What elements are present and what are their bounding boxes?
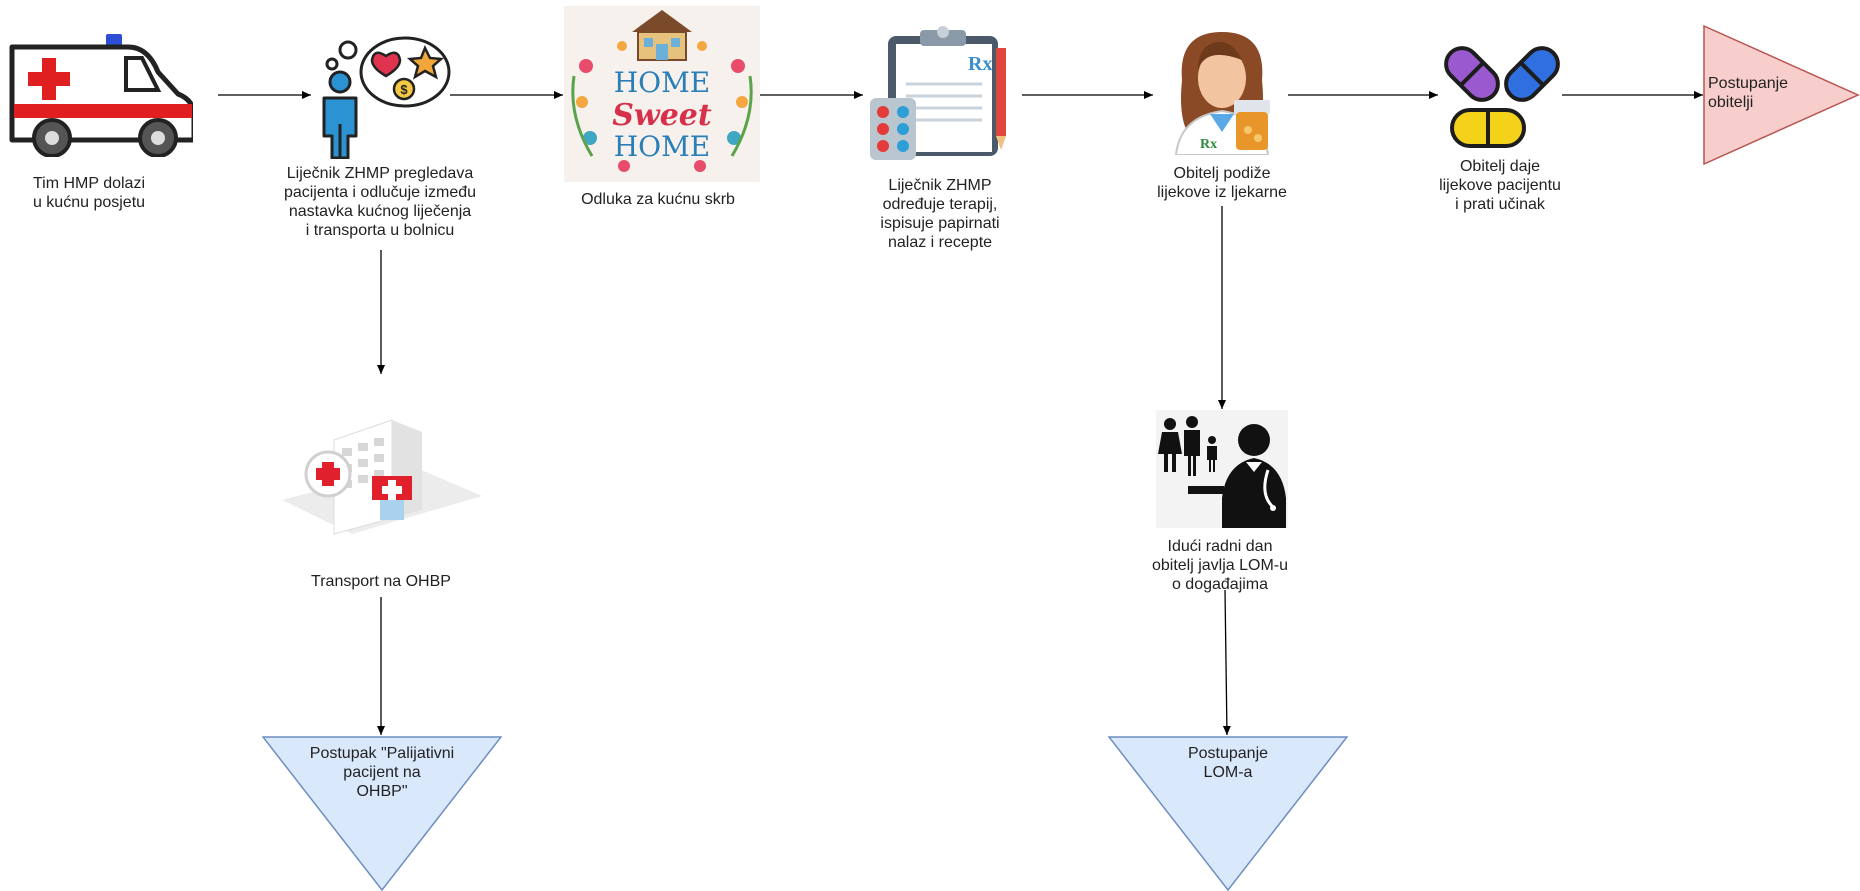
edge-lom-terminal bbox=[1222, 589, 1231, 736]
step-label-examination: Liječnik ZHMP pregledava pacijenta i odl… bbox=[250, 164, 510, 240]
label-line: Obitelj daje bbox=[1459, 158, 1541, 175]
terminal-palliative bbox=[262, 736, 502, 891]
label-line: Postupanje bbox=[1187, 745, 1269, 762]
label-line: obitelji bbox=[1708, 94, 1754, 111]
terminal-palliative-label: Postupak "Palijativni pacijent na OHBP" bbox=[262, 744, 502, 801]
coat-rx-mark: Rx bbox=[1200, 137, 1217, 152]
rx-mark: Rx bbox=[968, 53, 992, 75]
family-doctor-icon bbox=[1156, 410, 1288, 528]
label-line: i prati učinak bbox=[1455, 196, 1545, 213]
label-line: Odluka za kućnu skrb bbox=[581, 191, 735, 208]
step-label-medication: Obitelj daje lijekove pacijentu i prati … bbox=[1400, 157, 1600, 214]
terminal-family bbox=[1703, 25, 1860, 165]
ambulance-icon bbox=[9, 34, 193, 157]
label-line: Tim HMP dolazi bbox=[32, 175, 146, 192]
step-label-pharmacy: Obitelj podiže lijekove iz ljekarne bbox=[1122, 164, 1322, 202]
label-line: LOM-a bbox=[1203, 764, 1253, 781]
prescription-clipboard-icon: Rx bbox=[870, 26, 1006, 160]
label-line: Transport na OHBP bbox=[311, 573, 451, 590]
label-line: određuje terapij, bbox=[882, 196, 998, 213]
label-line: ispisuje papirnati bbox=[880, 215, 1000, 232]
terminal-lom-label: Postupanje LOM-a bbox=[1118, 744, 1338, 782]
label-line: Postupak "Palijativni bbox=[309, 745, 455, 762]
step-label-home-care: Odluka za kućnu skrb bbox=[548, 190, 768, 209]
label-line: nalaz i recepte bbox=[887, 234, 993, 251]
label-line: lijekove pacijentu bbox=[1439, 177, 1561, 194]
label-line: OHBP" bbox=[356, 783, 408, 800]
step-label-transport: Transport na OHBP bbox=[281, 572, 481, 591]
hospital-icon bbox=[282, 419, 482, 535]
label-line: Obitelj podiže bbox=[1173, 165, 1271, 182]
sign-word-3: HOME bbox=[614, 130, 710, 163]
svg-text:$: $ bbox=[400, 82, 408, 97]
label-line: Idući radni dan bbox=[1167, 538, 1273, 555]
label-line: lijekove iz ljekarne bbox=[1157, 184, 1287, 201]
label-line: Liječnik ZHMP pregledava bbox=[286, 165, 474, 182]
step-label-therapy: Liječnik ZHMP određuje terapij, ispisuje… bbox=[840, 176, 1040, 252]
label-line: obitelj javlja LOM-u bbox=[1151, 557, 1289, 574]
label-line: Postupanje bbox=[1708, 75, 1789, 92]
label-line: pacijent na bbox=[343, 764, 421, 781]
pharmacist-icon: Rx bbox=[1174, 32, 1270, 155]
label-line: Liječnik ZHMP bbox=[888, 177, 992, 194]
label-line: u kućnu posjetu bbox=[32, 194, 146, 211]
sign-word-1: HOME bbox=[614, 66, 710, 99]
step-label-lom: Idući radni dan obitelj javlja LOM-u o d… bbox=[1110, 537, 1330, 594]
sign-word-2: Sweet bbox=[612, 98, 712, 133]
terminal-lom bbox=[1108, 736, 1348, 891]
step-label-arrival: Tim HMP dolazi u kućnu posjetu bbox=[14, 174, 164, 212]
label-line: i transporta u bolnicu bbox=[305, 222, 455, 239]
label-line: pacijenta i odlučuje između bbox=[283, 184, 477, 201]
home-sweet-home-icon: HOME Sweet HOME bbox=[564, 6, 760, 182]
label-line: nastavka kućnog liječenja bbox=[288, 203, 472, 220]
pills-icon bbox=[1444, 46, 1560, 148]
label-line: o događajima bbox=[1171, 576, 1269, 593]
terminal-family-label: Postupanje obitelji bbox=[1708, 74, 1818, 112]
thinking-person-icon: $ bbox=[322, 36, 451, 159]
